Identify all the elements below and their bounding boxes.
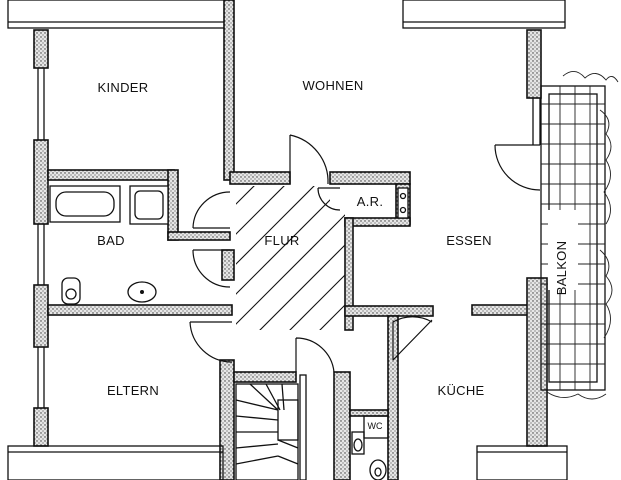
top-windows	[7, 0, 566, 29]
label-balkon: BALKON	[554, 241, 569, 296]
bottom-windows	[7, 445, 568, 480]
doors	[189, 134, 541, 373]
label-ar: A.R.	[357, 194, 383, 209]
label-wc: WC	[368, 421, 383, 431]
label-eltern: ELTERN	[107, 383, 159, 398]
flur-hatching	[236, 186, 345, 330]
room-labels: KINDER WOHNEN BAD FLUR A.R. ESSEN BALKON…	[97, 78, 569, 431]
wc-fixtures	[351, 415, 389, 480]
label-kueche: KÜCHE	[437, 383, 484, 398]
staircase	[235, 383, 299, 480]
balcony	[540, 71, 619, 400]
label-bad: BAD	[97, 233, 125, 248]
label-kinder: KINDER	[98, 80, 149, 95]
label-flur: FLUR	[264, 233, 299, 248]
ar-shelf	[397, 187, 409, 219]
bathroom-fixtures	[49, 185, 169, 305]
label-essen: ESSEN	[446, 233, 492, 248]
label-wohnen: WOHNEN	[302, 78, 363, 93]
